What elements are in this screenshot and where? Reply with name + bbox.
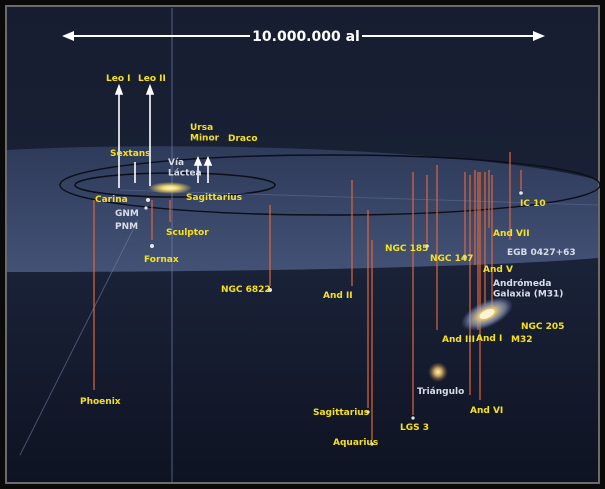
lgs3-dot (411, 416, 415, 420)
label-and-vi: And VI (470, 406, 503, 416)
label-egb: EGB 0427+63 (507, 248, 576, 258)
galactic-plane (7, 146, 598, 272)
label-ngc205: NGC 205 (521, 322, 564, 332)
diagonal-axis-line (19, 219, 139, 456)
label-and-v: And V (483, 265, 513, 275)
label-leo-ii: Leo II (138, 74, 166, 84)
galaxy-objects (144, 182, 523, 446)
pnm-dot (144, 206, 148, 210)
label-sagittarius-dwarf: Sagittarius (186, 193, 242, 203)
horizontal-axis-line (119, 189, 599, 206)
label-and-i: And I (476, 334, 502, 344)
sagittarius-dirr-dot (366, 410, 370, 414)
ic10-dot (519, 191, 523, 195)
label-ic10: IC 10 (520, 199, 546, 209)
label-m32: M32 (511, 335, 532, 345)
label-pnm: PNM (115, 222, 138, 232)
label-carina: Carina (95, 195, 128, 205)
fornax-dot (150, 244, 154, 248)
label-and-vii: And VII (493, 229, 530, 239)
label-fornax: Fornax (144, 255, 179, 265)
milky-way-orbit-ellipse (74, 172, 276, 198)
label-ngc185: NGC 185 (385, 244, 428, 254)
milky-way-icon (148, 182, 192, 194)
gnm-dot (146, 198, 150, 202)
scale-bar: 10.000.000 al (62, 29, 545, 45)
andromeda-core (479, 309, 495, 319)
label-sculptor: Sculptor (166, 228, 209, 238)
label-triangulo: Triángulo (417, 387, 464, 397)
label-and-ii: And II (323, 291, 353, 301)
drop-lines (93, 152, 522, 440)
label-ngc6822: NGC 6822 (221, 285, 271, 295)
label-and-iii: And III (442, 335, 475, 345)
label-sagittarius-dirr: Sagittarius (313, 408, 369, 418)
ngc6822-dot (268, 288, 272, 292)
label-gnm: GNM (115, 209, 139, 219)
scale-bar-label: 10.000.000 al (252, 29, 360, 45)
local-group-ellipse (59, 154, 601, 216)
ngc185-dot (425, 244, 429, 248)
label-leo-i: Leo I (106, 74, 131, 84)
label-lgs3: LGS 3 (400, 423, 429, 433)
triangulo-galaxy-icon (428, 362, 448, 382)
ngc147-dot (463, 255, 467, 259)
aquarius-dot (370, 442, 374, 446)
up-lines (114, 83, 213, 188)
label-phoenix: Phoenix (80, 397, 121, 407)
label-ngc147: NGC 147 (430, 254, 473, 264)
label-draco: Draco (228, 134, 258, 144)
label-aquarius: Aquarius (333, 438, 378, 448)
label-sextans: Sextans (110, 149, 151, 159)
